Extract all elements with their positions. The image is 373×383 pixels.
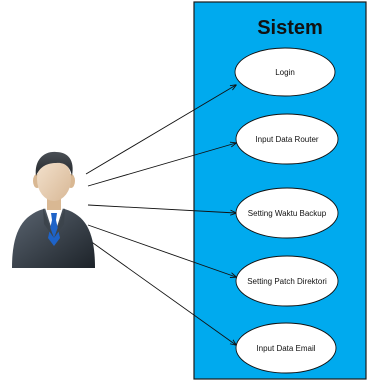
association-login: [85, 85, 236, 175]
use-case-label: Setting Waktu Backup: [248, 209, 327, 218]
use-case-login[interactable]: Login: [234, 47, 336, 97]
use-case-label: Input Data Router: [255, 135, 318, 144]
association-input-data-email: [85, 237, 236, 345]
use-case-setting-patch-direktori[interactable]: Setting Patch Direktori: [235, 255, 339, 307]
association-setting-patch-direktori: [87, 224, 236, 277]
system-title: Sistem: [257, 17, 323, 39]
association-input-data-router: [87, 143, 236, 187]
business-user-icon: [12, 151, 95, 268]
use-case-input-data-router[interactable]: Input Data Router: [235, 113, 339, 165]
use-case-input-data-email[interactable]: Input Data Email: [235, 322, 337, 374]
use-case-label: Input Data Email: [256, 344, 315, 353]
associations: [85, 85, 236, 345]
use-case-label: Setting Patch Direktori: [247, 277, 327, 286]
association-setting-waktu-backup: [87, 204, 236, 213]
use-case-label: Login: [275, 68, 295, 77]
use-case-setting-waktu-backup[interactable]: Setting Waktu Backup: [235, 187, 339, 239]
